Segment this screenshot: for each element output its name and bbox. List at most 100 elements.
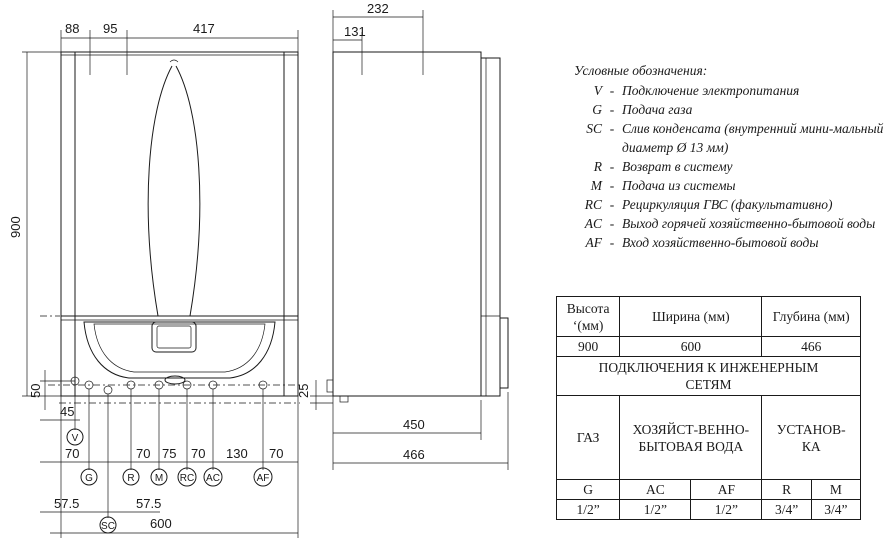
display-screen bbox=[151, 321, 197, 353]
header-width: Ширина (мм) bbox=[619, 296, 763, 337]
dim-57-5-left: 57.5 bbox=[54, 496, 79, 511]
marker-sc: SC bbox=[101, 521, 115, 532]
legend-item-m: M - Подача из системы bbox=[572, 176, 884, 195]
control-panel bbox=[83, 321, 276, 379]
legend-item-af: AF - Вход хозяйственно-бытовой воды bbox=[572, 233, 884, 252]
dim-131: 131 bbox=[344, 24, 366, 39]
legend-code: R bbox=[593, 159, 602, 174]
legend-code: G bbox=[592, 102, 602, 117]
connection-markers: V G SC R M RC AC AF bbox=[66, 428, 273, 534]
value-height: 900 bbox=[555, 336, 621, 357]
legend-separator: - bbox=[609, 178, 615, 193]
legend-separator: - bbox=[609, 216, 615, 231]
size-ac: 1/2” bbox=[619, 499, 692, 520]
table-row: ПОДКЛЮЧЕНИЯ К ИНЖЕНЕРНЫМ СЕТЯМ bbox=[556, 356, 861, 396]
legend-separator: - bbox=[609, 197, 615, 212]
dim-130: 130 bbox=[226, 446, 248, 461]
dim-70-d: 70 bbox=[269, 446, 283, 461]
dim-50: 50 bbox=[28, 384, 43, 398]
code-ac: AC bbox=[619, 479, 692, 500]
marker-ac: AC bbox=[206, 473, 220, 484]
marker-af: AF bbox=[257, 473, 270, 484]
dim-45: 45 bbox=[60, 404, 74, 419]
value-width: 600 bbox=[619, 336, 763, 357]
legend-description: Вход хозяйственно-бытовой воды bbox=[622, 235, 819, 250]
dim-450: 450 bbox=[403, 417, 425, 432]
size-r: 3/4” bbox=[761, 499, 812, 520]
code-af: AF bbox=[690, 479, 763, 500]
header-height: Высота ‘(мм) bbox=[555, 296, 621, 337]
legend-description: Выход горячей хозяйственно-бытовой воды bbox=[622, 216, 876, 231]
dim-75: 75 bbox=[162, 446, 176, 461]
legend-item-g: G - Подача газа bbox=[572, 100, 884, 119]
dim-417: 417 bbox=[193, 21, 215, 36]
legend-code: SC bbox=[586, 121, 602, 136]
legend-separator: - bbox=[609, 159, 615, 174]
table-row: ГАЗ ХОЗЯЙСТ-ВЕННО-БЫТОВАЯ ВОДА УСТАНОВ-К… bbox=[555, 395, 861, 480]
marker-v: V bbox=[72, 433, 79, 444]
legend-code: M bbox=[590, 178, 602, 193]
table-row: G AC AF R M bbox=[555, 479, 862, 500]
dim-57-5-right: 57.5 bbox=[136, 496, 161, 511]
legend-code: AF bbox=[585, 235, 603, 250]
legend-item-ac: AC - Выход горячей хозяйственно-бытовой … bbox=[572, 214, 884, 233]
table-row: 1/2” 1/2” 1/2” 3/4” 3/4” bbox=[555, 499, 862, 520]
dim-466: 466 bbox=[403, 447, 425, 462]
dim-95: 95 bbox=[103, 21, 117, 36]
legend-description: Подключение электропитания bbox=[622, 83, 800, 98]
legend: Условные обозначения: V - Подключение эл… bbox=[572, 61, 884, 252]
wall-bracket bbox=[499, 317, 509, 389]
marker-m: M bbox=[155, 473, 163, 484]
legend-separator: - bbox=[609, 102, 615, 117]
front-panel-curve bbox=[147, 65, 201, 317]
dim-70-a: 70 bbox=[65, 446, 79, 461]
legend-item-rc: RC - Рециркуляция ГВС (факультативно) bbox=[572, 195, 884, 214]
side-view: 232 131 25 450 466 bbox=[296, 1, 509, 470]
boiler-side-casing bbox=[332, 51, 482, 397]
dim-70-c: 70 bbox=[191, 446, 205, 461]
legend-description: Рециркуляция ГВС (факультативно) bbox=[622, 197, 833, 212]
legend-code: V bbox=[593, 83, 602, 98]
boiler-front-casing bbox=[60, 51, 299, 397]
group-install: УСТАНОВ-КА bbox=[761, 395, 861, 480]
size-g: 1/2” bbox=[555, 499, 621, 520]
dim-25: 25 bbox=[296, 384, 311, 398]
marker-rc: RC bbox=[180, 473, 194, 484]
table-row: Высота ‘(мм) Ширина (мм) Глубина (мм) bbox=[555, 296, 861, 337]
legend-separator: - bbox=[609, 235, 615, 250]
dim-900: 900 bbox=[8, 216, 23, 238]
legend-description: Слив конденсата (внутренний мини-мальный… bbox=[622, 121, 884, 155]
legend-title: Условные обозначения: bbox=[574, 63, 708, 78]
legend-item-r: R - Возврат в систему bbox=[572, 157, 884, 176]
connection-fittings bbox=[70, 376, 268, 395]
legend-description: Подача газа bbox=[622, 102, 693, 117]
legend-item-sc: SC - Слив конденсата (внутренний мини-ма… bbox=[572, 119, 884, 157]
group-gas: ГАЗ bbox=[555, 395, 621, 480]
legend-item-v: V - Подключение электропитания bbox=[572, 81, 884, 100]
spec-table: Высота ‘(мм) Ширина (мм) Глубина (мм) 90… bbox=[555, 296, 862, 520]
legend-description: Подача из системы bbox=[622, 178, 736, 193]
dim-70-b: 70 bbox=[136, 446, 150, 461]
section-title: ПОДКЛЮЧЕНИЯ К ИНЖЕНЕРНЫМ СЕТЯМ bbox=[556, 356, 861, 396]
dim-600: 600 bbox=[150, 516, 172, 531]
header-depth: Глубина (мм) bbox=[761, 296, 861, 337]
legend-code: AC bbox=[584, 216, 602, 231]
marker-g: G bbox=[85, 473, 93, 484]
legend-separator: - bbox=[609, 121, 615, 136]
marker-r: R bbox=[127, 473, 134, 484]
front-view: 88 95 417 900 50 45 70 70 75 70 130 70 5 bbox=[8, 21, 300, 538]
legend-description: Возврат в систему bbox=[622, 159, 733, 174]
code-r: R bbox=[761, 479, 812, 500]
dim-88: 88 bbox=[65, 21, 79, 36]
size-m: 3/4” bbox=[810, 499, 862, 520]
legend-separator: - bbox=[609, 83, 615, 98]
code-g: G bbox=[555, 479, 621, 500]
size-af: 1/2” bbox=[690, 499, 763, 520]
table-row: 900 600 466 bbox=[555, 336, 861, 357]
dim-232: 232 bbox=[367, 1, 389, 16]
legend-code: RC bbox=[584, 197, 602, 212]
code-m: M bbox=[810, 479, 862, 500]
value-depth: 466 bbox=[761, 336, 861, 357]
group-dhw: ХОЗЯЙСТ-ВЕННО-БЫТОВАЯ ВОДА bbox=[619, 395, 763, 480]
